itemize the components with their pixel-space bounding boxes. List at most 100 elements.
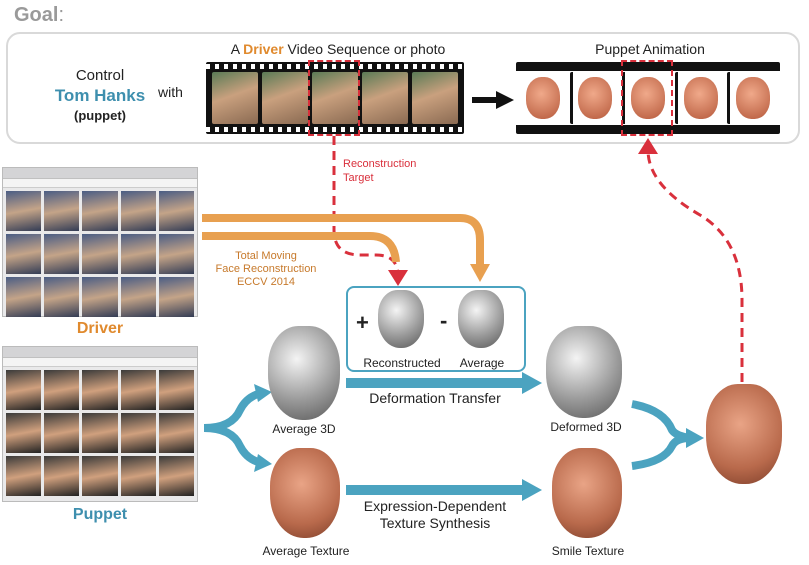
puppet-thumbnail xyxy=(82,456,118,496)
puppet-face-image xyxy=(525,77,560,119)
puppet-thumbnail xyxy=(6,456,42,496)
reconstruction-arrow-head xyxy=(388,270,408,286)
deformation-transfer-arrow xyxy=(346,378,524,388)
smile-texture-label: Smile Texture xyxy=(551,544,625,558)
browser-tab-bar xyxy=(3,347,197,358)
puppet-face-image xyxy=(736,77,771,119)
driver-thumbnail xyxy=(158,234,194,274)
animated-puppet-face-image xyxy=(706,384,782,484)
puppet-thumbnail xyxy=(44,413,80,453)
driver-thumbnail xyxy=(120,191,156,231)
with-text: with xyxy=(158,84,183,100)
puppet-frame xyxy=(622,72,671,124)
puppet-face-image xyxy=(578,77,613,119)
driver-thumbnail xyxy=(158,191,194,231)
deformed-3d-mesh-image xyxy=(546,326,622,418)
merge-arrow-head xyxy=(686,428,704,448)
driver-thumbnail xyxy=(6,234,42,274)
minus-sign: - xyxy=(440,308,448,333)
puppet-frame xyxy=(727,72,776,124)
puppet-split-arrow-down xyxy=(203,424,260,466)
driver-sequence-title: A Driver Video Sequence or photo xyxy=(230,41,446,57)
goal-heading: Goal: xyxy=(14,4,65,26)
merge-arrow-bottom xyxy=(631,434,691,470)
puppet-thumbnail xyxy=(158,370,194,410)
driver-frame xyxy=(312,72,358,124)
driver-thumbnail xyxy=(6,191,42,231)
smile-texture-image xyxy=(552,448,622,538)
driver-frame xyxy=(362,72,408,124)
browser-tab-bar xyxy=(3,168,197,179)
animation-feedback-arrow-head xyxy=(638,138,658,154)
puppet-image-search-screenshot xyxy=(2,346,198,502)
driver-reconstruction-arrow xyxy=(202,232,400,263)
difference-box xyxy=(346,286,526,372)
puppet-thumbnail xyxy=(82,370,118,410)
driver-thumbnail-grid xyxy=(3,188,197,320)
driver-thumbnail xyxy=(158,277,194,317)
browser-address-bar xyxy=(3,179,197,188)
deformed-3d-label: Deformed 3D xyxy=(550,420,622,434)
plus-sign: + xyxy=(356,310,369,335)
driver-thumbnail xyxy=(82,191,118,231)
puppet-split-arrow-up xyxy=(203,390,260,432)
driver-frame xyxy=(262,72,308,124)
puppet-face-image xyxy=(630,77,665,119)
goal-arrow-head xyxy=(496,91,514,109)
driver-thumbnail xyxy=(6,277,42,317)
puppet-animation-title: Puppet Animation xyxy=(595,41,705,57)
deformation-transfer-arrow-head xyxy=(522,372,542,394)
puppet-frame xyxy=(520,72,566,124)
driver-frame xyxy=(212,72,258,124)
driver-average-arrow xyxy=(202,214,484,268)
puppet-thumbnail xyxy=(120,456,156,496)
puppet-frame xyxy=(674,72,724,124)
driver-label: Driver xyxy=(76,320,124,337)
driver-film-strip xyxy=(206,62,464,134)
puppet-thumbnail xyxy=(6,413,42,453)
puppet-thumbnail xyxy=(44,456,80,496)
animation-feedback-arrow xyxy=(646,149,744,382)
driver-average-arrow-head xyxy=(470,264,490,282)
driver-thumbnail xyxy=(82,277,118,317)
puppet-target-frame-highlight xyxy=(621,60,673,136)
expression-texture-synthesis-label: Expression-Dependent Texture Synthesis xyxy=(363,498,507,531)
driver-target-frame-highlight xyxy=(308,60,360,136)
puppet-tag: (puppet) xyxy=(74,108,126,123)
driver-image-search-screenshot xyxy=(2,167,198,317)
average-texture-label: Average Texture xyxy=(262,544,350,558)
driver-frame xyxy=(412,72,458,124)
texture-synthesis-arrow-head xyxy=(522,479,542,501)
puppet-name: Tom Hanks xyxy=(54,86,146,105)
goal-box xyxy=(6,32,800,144)
average-mesh-image xyxy=(458,290,504,348)
average-3d-mesh-image xyxy=(268,326,340,420)
puppet-thumbnail xyxy=(82,413,118,453)
merge-arrow-top xyxy=(631,400,691,442)
puppet-thumbnail xyxy=(158,413,194,453)
control-line: Control xyxy=(75,67,125,84)
texture-synthesis-arrow xyxy=(346,485,524,495)
deformation-transfer-label: Deformation Transfer xyxy=(369,390,501,406)
driver-thumbnail xyxy=(44,234,80,274)
puppet-split-arrow-down-head xyxy=(254,454,272,472)
puppet-thumbnail xyxy=(158,456,194,496)
puppet-label: Puppet xyxy=(72,506,128,523)
puppet-film-strip xyxy=(516,62,780,134)
puppet-thumbnail xyxy=(120,413,156,453)
control-text: Control Tom Hanks (puppet) xyxy=(30,66,170,126)
reconstructed-label: Reconstructed xyxy=(363,356,441,370)
driver-thumbnail xyxy=(120,234,156,274)
puppet-thumbnail-grid xyxy=(3,367,197,499)
reconstructed-mesh-image xyxy=(378,290,424,348)
puppet-thumbnail xyxy=(44,370,80,410)
film-sprocket-holes xyxy=(206,127,464,132)
puppet-frame xyxy=(569,72,619,124)
driver-thumbnail xyxy=(120,277,156,317)
average-3d-label: Average 3D xyxy=(272,422,336,436)
driver-thumbnail xyxy=(44,277,80,317)
average-label: Average xyxy=(459,356,505,370)
puppet-split-arrow-up-head xyxy=(254,384,272,402)
reconstruction-target-label: Reconstruction Target xyxy=(343,158,417,184)
